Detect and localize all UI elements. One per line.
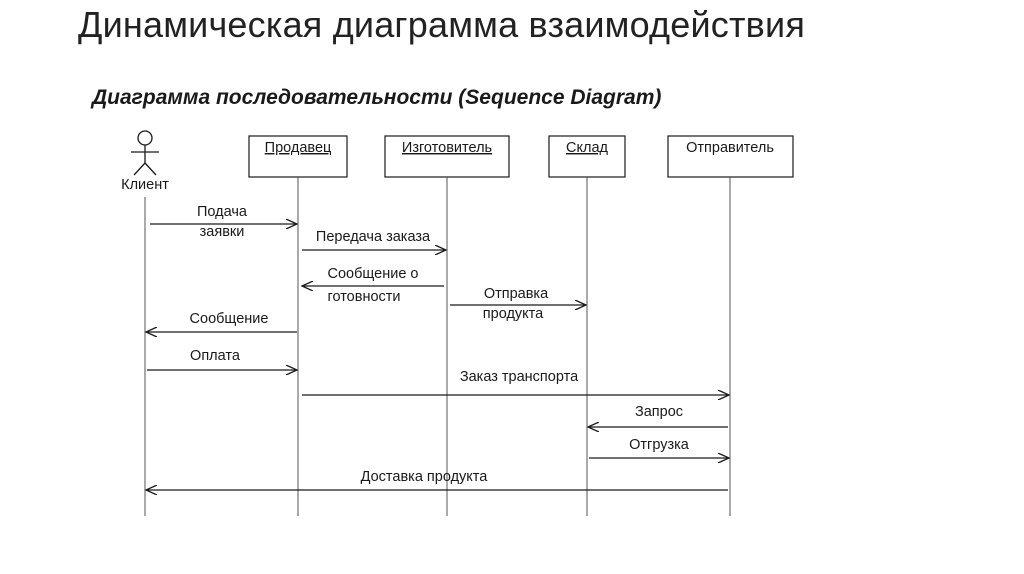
lifeline-label-maker: Изготовитель — [402, 140, 492, 156]
svg-text:готовности: готовности — [327, 289, 400, 305]
lifeline-box-warehouse — [548, 135, 626, 178]
svg-text:Оплата: Оплата — [190, 348, 241, 364]
message-transfer-order: Передача заказа — [302, 229, 446, 250]
lifeline-sender: Отправитель — [667, 135, 794, 516]
stick-figure-icon — [131, 130, 159, 176]
lifeline-label-warehouse: Склад — [566, 140, 609, 156]
lifeline-box-maker — [384, 135, 510, 178]
svg-text:Сообщение: Сообщение — [190, 311, 269, 327]
diagram-subtitle: Диаграмма последовательности (Sequence D… — [92, 86, 662, 109]
lifeline-label-seller: Продавец — [265, 140, 332, 156]
message-order-transport: Заказ транспорта — [302, 369, 729, 395]
message-notify-client: Сообщение — [146, 311, 297, 332]
message-ready-notice: Сообщение о готовности — [302, 266, 444, 305]
actor-label: Клиент — [121, 177, 169, 193]
svg-text:Доставка продукта: Доставка продукта — [361, 469, 489, 485]
page-title: Динамическая диаграмма взаимодействия — [78, 4, 806, 45]
message-ship-product: Отправка продукта — [450, 286, 586, 322]
message-shipment: Отгрузка — [589, 437, 729, 458]
lifeline-warehouse: Склад — [548, 135, 626, 516]
lifeline-box-sender — [667, 135, 794, 178]
svg-text:Подача: Подача — [197, 204, 248, 220]
lifeline-maker: Изготовитель — [384, 135, 510, 516]
svg-text:продукта: продукта — [483, 306, 544, 322]
svg-text:Сообщение о: Сообщение о — [327, 266, 418, 282]
message-request: Запрос — [588, 404, 728, 427]
svg-text:Заказ транспорта: Заказ транспорта — [460, 369, 579, 385]
message-submit-request: Подача заявки — [150, 204, 297, 240]
svg-text:Отгрузка: Отгрузка — [629, 437, 690, 453]
message-payment: Оплата — [147, 348, 297, 370]
svg-text:Отправка: Отправка — [484, 286, 549, 302]
lifeline-seller: Продавец — [248, 135, 348, 516]
actor-client: Клиент — [121, 130, 169, 516]
svg-text:заявки: заявки — [200, 224, 245, 240]
svg-text:Передача заказа: Передача заказа — [316, 229, 431, 245]
lifeline-box-seller — [248, 135, 348, 178]
lifeline-label-sender: Отправитель — [686, 140, 774, 156]
svg-text:Запрос: Запрос — [635, 404, 683, 420]
message-product-delivery: Доставка продукта — [146, 469, 728, 490]
